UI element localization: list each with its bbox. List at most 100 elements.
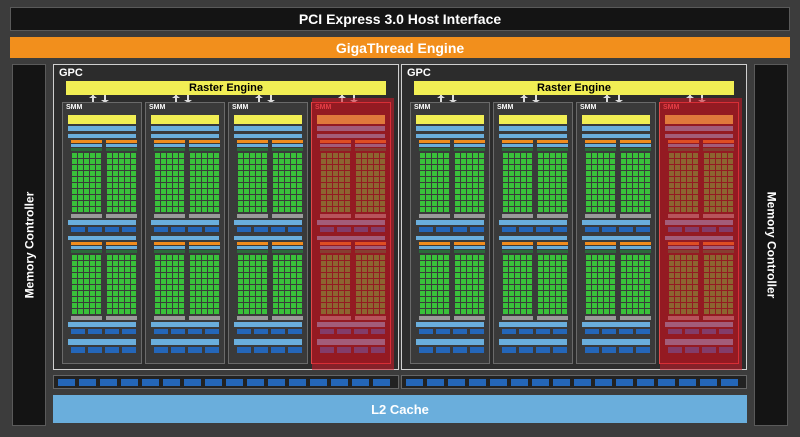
cuda-core <box>297 309 302 314</box>
cuda-core <box>675 291 680 296</box>
cuda-core <box>467 195 472 200</box>
cuda-core <box>479 159 484 164</box>
texture-unit <box>702 347 716 353</box>
cuda-core <box>432 165 437 170</box>
texture-unit <box>237 347 251 353</box>
cuda-core <box>167 303 172 308</box>
cuda-core <box>722 207 727 212</box>
cuda-core <box>119 159 124 164</box>
cuda-core <box>438 189 443 194</box>
warp-scheduler-bar <box>317 236 385 240</box>
cuda-core <box>592 183 597 188</box>
cuda-core <box>675 153 680 158</box>
cuda-core <box>693 297 698 302</box>
cuda-core <box>687 267 692 272</box>
register-file-bar <box>237 148 268 151</box>
cuda-core <box>461 273 466 278</box>
cuda-core <box>503 153 508 158</box>
cuda-core <box>592 165 597 170</box>
cuda-core <box>544 255 549 260</box>
cuda-core <box>285 183 290 188</box>
cuda-core <box>327 177 332 182</box>
cuda-core <box>285 207 290 212</box>
cuda-core <box>345 207 350 212</box>
cuda-core <box>380 153 385 158</box>
texture-unit <box>288 329 302 334</box>
cuda-core <box>285 267 290 272</box>
cuda-core <box>610 189 615 194</box>
cuda-core <box>96 279 101 284</box>
cuda-core <box>250 201 255 206</box>
cuda-core <box>238 279 243 284</box>
cuda-core <box>179 159 184 164</box>
cuda-core <box>515 153 520 158</box>
cuda-core <box>467 207 472 212</box>
cuda-core <box>113 273 118 278</box>
cuda-core <box>125 195 130 200</box>
cuda-core <box>196 297 201 302</box>
warp-scheduler-bar <box>499 236 567 240</box>
cuda-core <box>333 309 338 314</box>
cuda-core <box>333 285 338 290</box>
cuda-core <box>426 303 431 308</box>
cuda-core <box>527 201 532 206</box>
cuda-core <box>687 159 692 164</box>
cuda-core <box>521 195 526 200</box>
cuda-core <box>509 291 514 296</box>
cuda-core <box>285 297 290 302</box>
cuda-core <box>633 159 638 164</box>
cuda-core <box>96 183 101 188</box>
cuda-core <box>339 285 344 290</box>
cuda-core <box>432 177 437 182</box>
cuda-core <box>125 303 130 308</box>
texture-unit <box>636 347 650 353</box>
register-file-bar <box>71 144 102 147</box>
cuda-core <box>339 309 344 314</box>
cuda-core <box>173 303 178 308</box>
sfu-bar <box>68 220 136 225</box>
cuda-core <box>161 183 166 188</box>
cuda-core <box>639 267 644 272</box>
cuda-core <box>362 255 367 260</box>
dispatch-unit-bar <box>272 140 303 143</box>
cuda-core <box>333 303 338 308</box>
cuda-core <box>444 273 449 278</box>
cuda-core <box>669 261 674 266</box>
cuda-core <box>592 273 597 278</box>
cuda-core <box>562 285 567 290</box>
cuda-core <box>592 189 597 194</box>
cuda-core <box>426 309 431 314</box>
cuda-core <box>426 291 431 296</box>
cuda-core <box>592 297 597 302</box>
cuda-core <box>196 183 201 188</box>
ldst-unit-bar <box>419 316 450 320</box>
cuda-core <box>78 189 83 194</box>
cuda-core <box>509 261 514 266</box>
cuda-core <box>550 261 555 266</box>
cuda-core <box>321 267 326 272</box>
cuda-core <box>515 267 520 272</box>
cuda-core <box>704 189 709 194</box>
cuda-core <box>598 195 603 200</box>
register-file-bar <box>154 148 185 151</box>
cuda-core <box>208 303 213 308</box>
cuda-core <box>722 255 727 260</box>
cuda-core <box>681 273 686 278</box>
register-file-bar <box>272 144 303 147</box>
cuda-core <box>586 255 591 260</box>
cuda-core <box>179 171 184 176</box>
raster-engine: Raster Engine <box>66 81 386 95</box>
cuda-core <box>161 267 166 272</box>
cuda-core <box>107 189 112 194</box>
sfu-bar <box>151 220 219 225</box>
cuda-core <box>633 207 638 212</box>
cuda-core <box>368 285 373 290</box>
cuda-core <box>716 177 721 182</box>
cuda-core <box>190 171 195 176</box>
cuda-core <box>345 195 350 200</box>
ldst-unit-bar <box>454 316 485 320</box>
cuda-core <box>556 309 561 314</box>
cuda-core <box>544 291 549 296</box>
register-file-bar <box>189 246 220 249</box>
cuda-core <box>173 261 178 266</box>
